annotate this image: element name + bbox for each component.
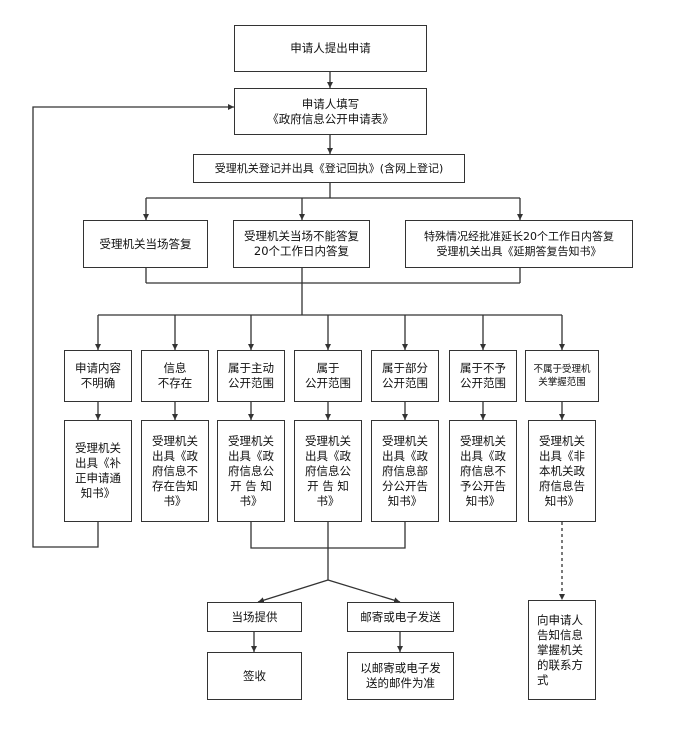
node-doc-not-public: 受理机关 出具《政 府信息不 予公开告 知书》 (449, 420, 517, 522)
line-to-mail (327, 579, 401, 604)
node-extend: 特殊情况经批准延长20个工作日内答复 受理机关出具《延期答复告知书》 (405, 220, 633, 268)
node-cat-not-exist: 信息 不存在 (141, 350, 209, 402)
node-doc-unclear: 受理机关 出具《补 正申请通 知书》 (64, 420, 132, 522)
node-submit: 申请人提出申请 (234, 25, 427, 72)
node-mail: 邮寄或电子发送 (347, 602, 454, 632)
node-fill-form: 申请人填写 《政府信息公开申请表》 (234, 88, 427, 135)
line-feedback-loop (32, 104, 234, 548)
node-cat-not-agency: 不属于受理机 关掌握范围 (525, 350, 599, 402)
node-provide-on-spot: 当场提供 (207, 602, 302, 632)
node-sign: 签收 (207, 652, 302, 700)
node-cat-unclear: 申请内容 不明确 (64, 350, 132, 402)
node-cat-active: 属于主动 公开范围 (217, 350, 285, 402)
node-cat-not-public: 属于不予 公开范围 (449, 350, 517, 402)
node-cat-public: 属于 公开范围 (294, 350, 362, 402)
node-doc-not-exist: 受理机关 出具《政 府信息不 存在告知 书》 (141, 420, 209, 522)
node-doc-partial: 受理机关 出具《政 府信息部 分公开告 知书》 (371, 420, 439, 522)
node-register: 受理机关登记并出具《登记回执》(含网上登记) (193, 154, 465, 183)
node-doc-not-agency: 受理机关 出具《非 本机关政 府信息告 知书》 (528, 420, 596, 522)
node-reply-on-spot: 受理机关当场答复 (83, 220, 208, 268)
node-doc-active: 受理机关 出具《政 府信息公 开 告 知 书》 (217, 420, 285, 522)
node-notify-contact: 向申请人 告知信息 掌握机关 的联系方 式 (528, 600, 596, 700)
node-mail-standard: 以邮寄或电子发 送的邮件为准 (347, 652, 454, 700)
node-cat-partial: 属于部分 公开范围 (371, 350, 439, 402)
node-doc-public: 受理机关 出具《政 府信息公 开 告 知 书》 (294, 420, 362, 522)
line-to-provide (257, 579, 329, 604)
node-reply-20-days: 受理机关当场不能答复 20个工作日内答复 (233, 220, 370, 268)
